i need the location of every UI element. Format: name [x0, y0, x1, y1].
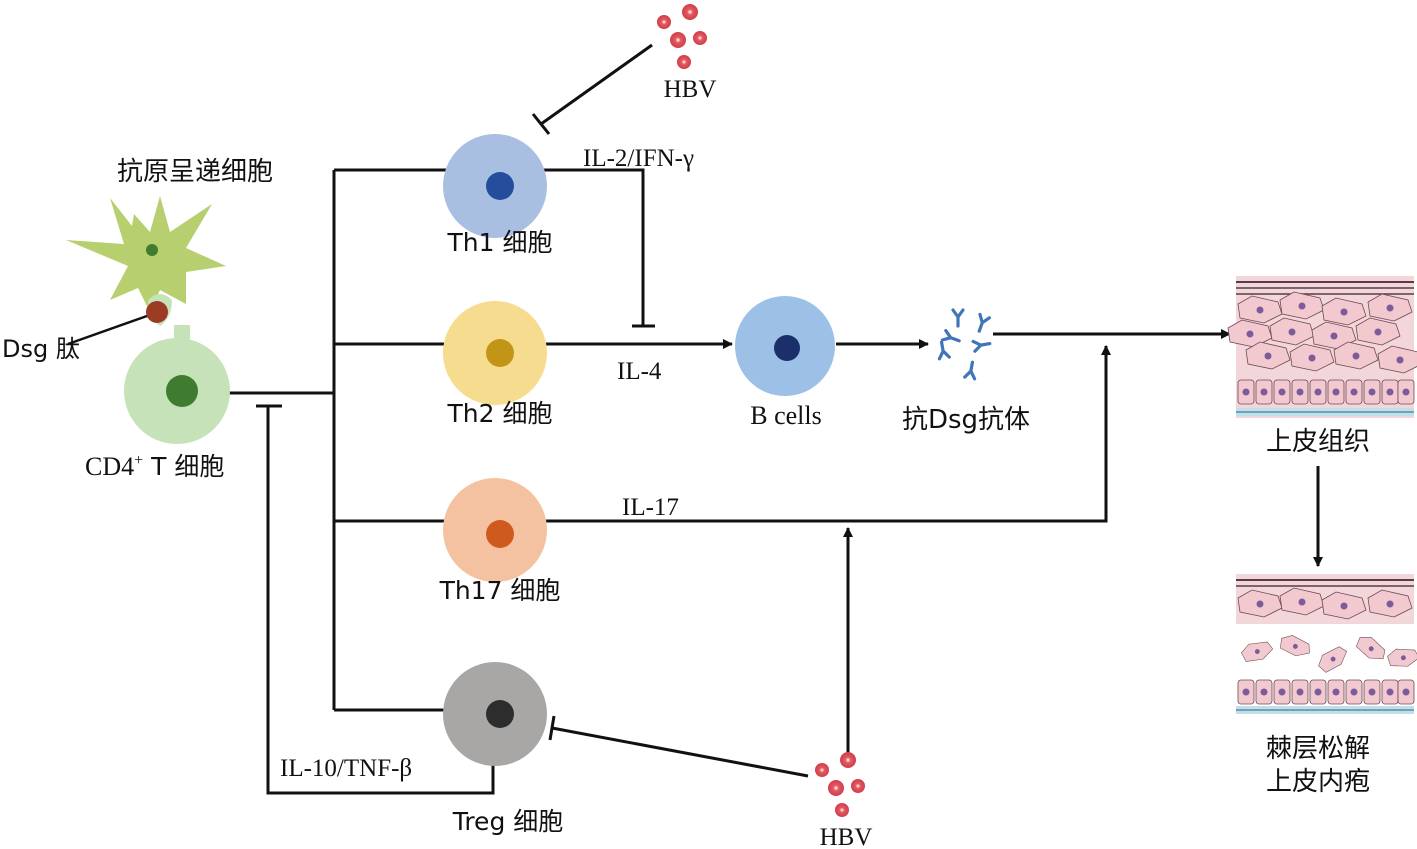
th17-label: Th17 细胞 — [439, 576, 561, 605]
hbv-bottom-label: HBV — [820, 824, 873, 849]
hbv-virus-bottom — [815, 752, 865, 817]
b-cell-nucleus — [774, 335, 800, 361]
hbv-virus-top — [657, 4, 707, 69]
th17-nucleus — [486, 520, 514, 548]
dsg-peptide — [146, 301, 168, 323]
epithelium-tissue — [1227, 276, 1417, 418]
apc-nucleus — [146, 244, 158, 256]
th2-nucleus — [486, 339, 514, 367]
il10-tnf-label: IL-10/TNF-β — [280, 755, 412, 782]
anti-dsg-label: 抗Dsg抗体 — [902, 405, 1030, 435]
dsg-pointer-line — [67, 314, 148, 346]
hbv-top-label: HBV — [664, 76, 717, 103]
treg-feedback-line — [266, 406, 495, 795]
b-cells-label: B cells — [750, 401, 822, 430]
acantholysis-label-line1: 棘层松解 — [1266, 734, 1370, 764]
epithelium-label: 上皮组织 — [1266, 427, 1370, 457]
cd4-t-cell-nucleus — [166, 375, 198, 407]
hbv-inhibit-th1-bar — [531, 113, 551, 135]
antigen-presenting-cell — [66, 196, 226, 312]
il2-ifn-label: IL-2/IFN-γ — [583, 145, 694, 172]
apc-label: 抗原呈递细胞 — [117, 157, 273, 187]
th1-inhibit-line — [543, 168, 645, 326]
th2-label: Th2 细胞 — [447, 399, 553, 428]
acantholysis-label-line2: 上皮内疱 — [1266, 767, 1370, 797]
antibody-cluster — [935, 308, 993, 381]
hbv-inhibit-treg-line — [551, 726, 809, 778]
th17-to-tissue-arrow — [545, 345, 1111, 523]
acantholysis-tissue — [1236, 574, 1417, 714]
treg-nucleus — [486, 700, 514, 728]
hbv-inhibit-th1-line — [540, 43, 653, 126]
hbv-inhibit-treg-bar — [548, 715, 556, 741]
cd4-label: CD4+ T 细胞 — [85, 452, 224, 481]
dsg-label: Dsg 肽 — [2, 335, 80, 363]
treg-label: Treg 细胞 — [452, 807, 564, 836]
il17-label: IL-17 — [622, 494, 679, 521]
il4-label: IL-4 — [617, 358, 662, 385]
th1-label: Th1 细胞 — [447, 228, 553, 257]
th1-nucleus — [486, 172, 514, 200]
